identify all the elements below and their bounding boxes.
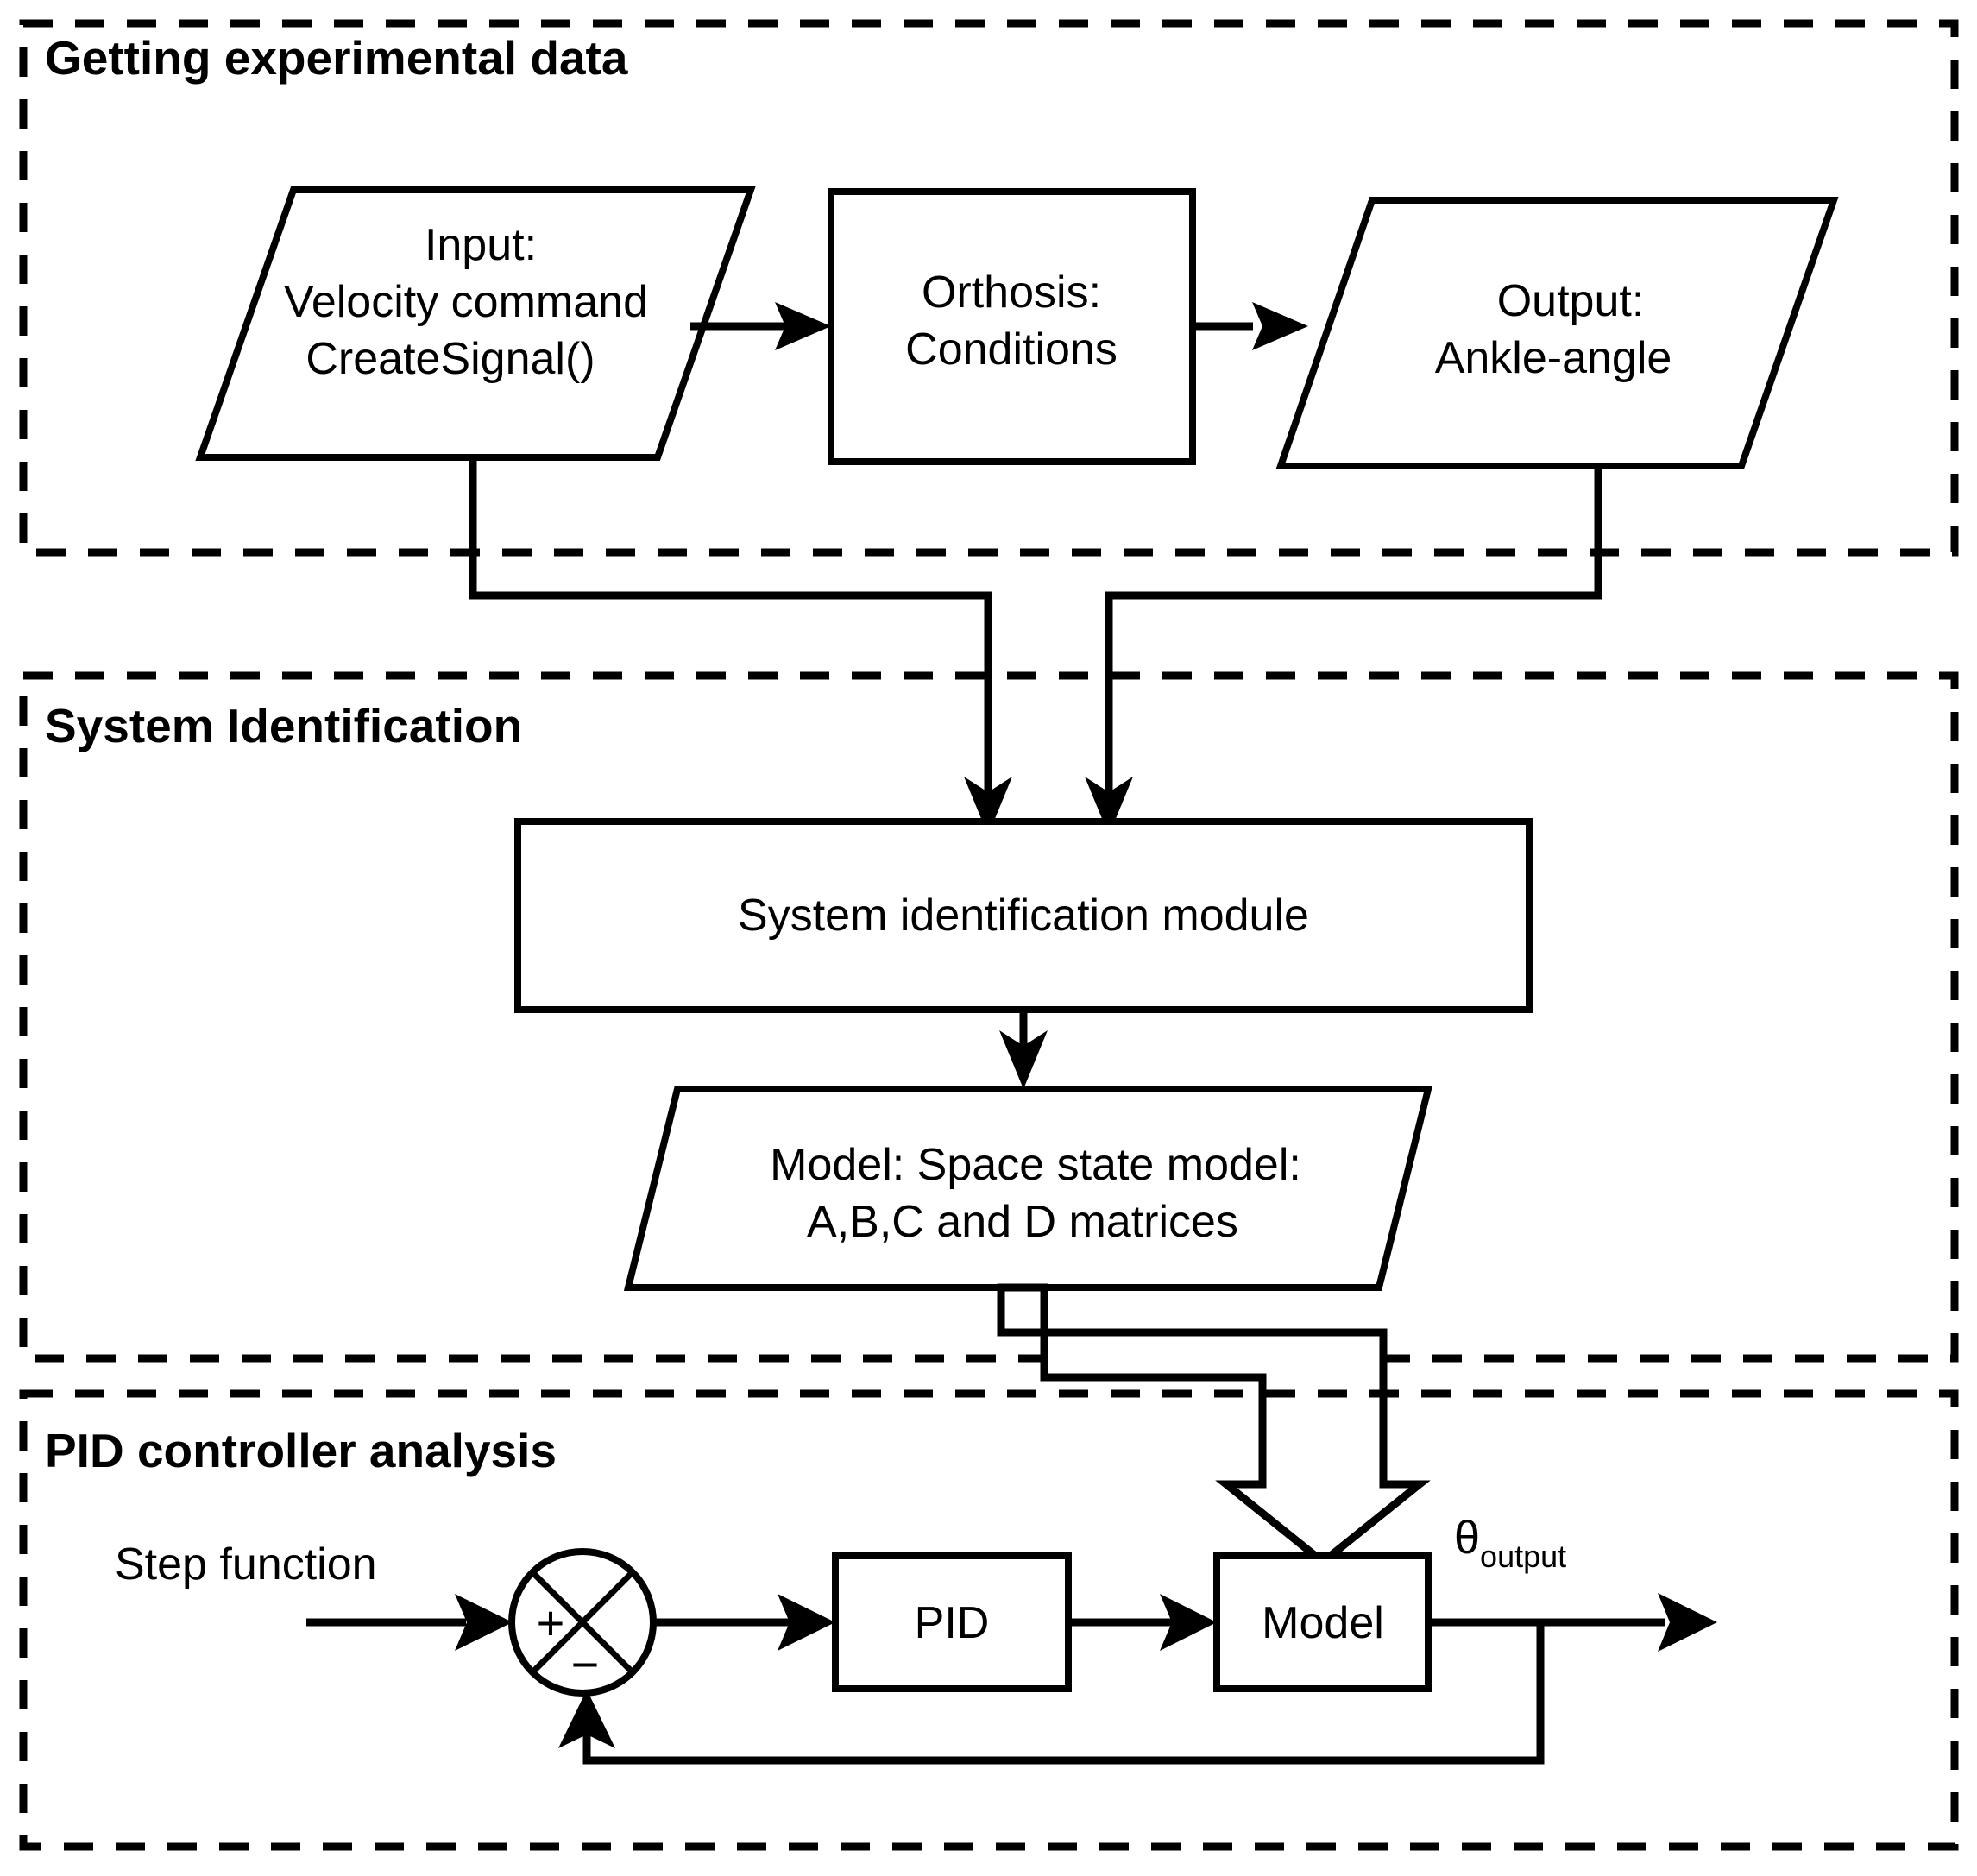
sysid-module-rect-shape xyxy=(514,818,1533,1013)
pid-label: PID xyxy=(915,1598,990,1648)
theta-output-label: θoutput xyxy=(1454,1512,1566,1574)
sysid-module-label: System identification module xyxy=(738,891,1309,941)
model-block-rect-shape xyxy=(1213,1552,1432,1692)
model-data-label-line1: Model: Space state model: xyxy=(770,1140,1301,1190)
arrow-model-output-head xyxy=(1658,1593,1717,1652)
panel-border-getting-experimental-data xyxy=(19,19,1959,557)
node-input: Input: Velocity command CreateSignal() xyxy=(195,186,756,461)
orthosis-label-line1: Orthosis: xyxy=(922,268,1101,318)
output-label-line1: Output: xyxy=(1497,276,1645,326)
summing-junction: + − xyxy=(508,1548,657,1697)
hollow-arrow-shape xyxy=(997,1283,1431,1567)
panel-border-system-identification xyxy=(19,671,1959,1363)
theta-symbol: θ xyxy=(1454,1512,1480,1564)
wires-panel1-to-panel2 xyxy=(469,457,1602,835)
summing-junction-minus: − xyxy=(571,1637,600,1691)
hollow-arrow-model-to-pid-model xyxy=(997,1283,1431,1567)
arrow-input-to-orthosis xyxy=(690,302,831,350)
wire-input-to-sysid-head xyxy=(964,777,1012,835)
node-pid: PID xyxy=(832,1552,1072,1692)
panel-title-pid-controller-analysis: PID controller analysis xyxy=(45,1424,557,1477)
panel-getting-experimental-data: Getting experimental data Input: Velocit… xyxy=(19,19,1959,557)
summing-junction-cross-2 xyxy=(530,1570,635,1675)
step-function-label: Step function xyxy=(115,1539,377,1590)
arrow-sum-to-pid-head xyxy=(778,1594,835,1651)
node-sysid-module: System identification module xyxy=(514,818,1533,1013)
theta-output-text: θoutput xyxy=(1454,1512,1566,1574)
panel-system-identification: System Identification System identificat… xyxy=(19,671,1959,1363)
model-data-label-line2: A,B,C and D matrices xyxy=(807,1197,1238,1247)
input-label-line2: Velocity command xyxy=(284,277,648,327)
arrow-step-to-sum xyxy=(306,1594,513,1651)
wire-output-to-sysid xyxy=(1105,466,1602,803)
arrow-orthosis-to-output-head xyxy=(1252,302,1308,350)
node-orthosis: Orthosis: Conditions xyxy=(828,188,1196,465)
panel-pid-controller-analysis: PID controller analysis Step function + … xyxy=(19,1389,1959,1851)
theta-subscript: output xyxy=(1480,1539,1566,1574)
arrow-pid-to-model-head xyxy=(1160,1594,1217,1651)
arrow-model-output xyxy=(1428,1593,1717,1652)
arrow-sysid-to-model xyxy=(999,1010,1048,1089)
arrow-input-to-orthosis-head xyxy=(775,302,831,350)
panel-title-system-identification: System Identification xyxy=(45,699,522,752)
feedback-wire xyxy=(582,1622,1545,1765)
arrow-step-to-sum-head xyxy=(455,1594,513,1651)
node-output: Output: Ankle-angle xyxy=(1275,197,1839,469)
arrow-sum-to-pid xyxy=(653,1594,835,1651)
model-block-label: Model xyxy=(1262,1598,1384,1648)
summing-junction-plus: + xyxy=(537,1596,565,1650)
input-parallelogram-shape xyxy=(195,186,756,461)
orthosis-label-line2: Conditions xyxy=(905,324,1118,375)
wire-input-to-sysid xyxy=(469,457,992,803)
wire-output-to-sysid-head xyxy=(1085,777,1133,835)
arrow-sysid-to-model-head xyxy=(999,1030,1048,1089)
feedback-path xyxy=(558,1622,1545,1765)
panel-title-getting-experimental-data: Getting experimental data xyxy=(45,31,628,85)
input-label-line1: Input: xyxy=(425,220,537,270)
arrow-pid-to-model xyxy=(1068,1594,1217,1651)
feedback-arrowhead xyxy=(558,1690,615,1748)
input-label-line3: CreateSignal() xyxy=(305,334,595,384)
orthosis-rect-shape xyxy=(828,188,1196,465)
arrow-orthosis-to-output xyxy=(1193,302,1308,350)
model-data-parallelogram-shape xyxy=(623,1086,1433,1291)
output-label-line2: Ankle-angle xyxy=(1435,333,1672,383)
node-model-data: Model: Space state model: A,B,C and D ma… xyxy=(623,1086,1433,1291)
output-parallelogram-shape xyxy=(1275,197,1839,469)
node-model-block: Model xyxy=(1213,1552,1432,1692)
